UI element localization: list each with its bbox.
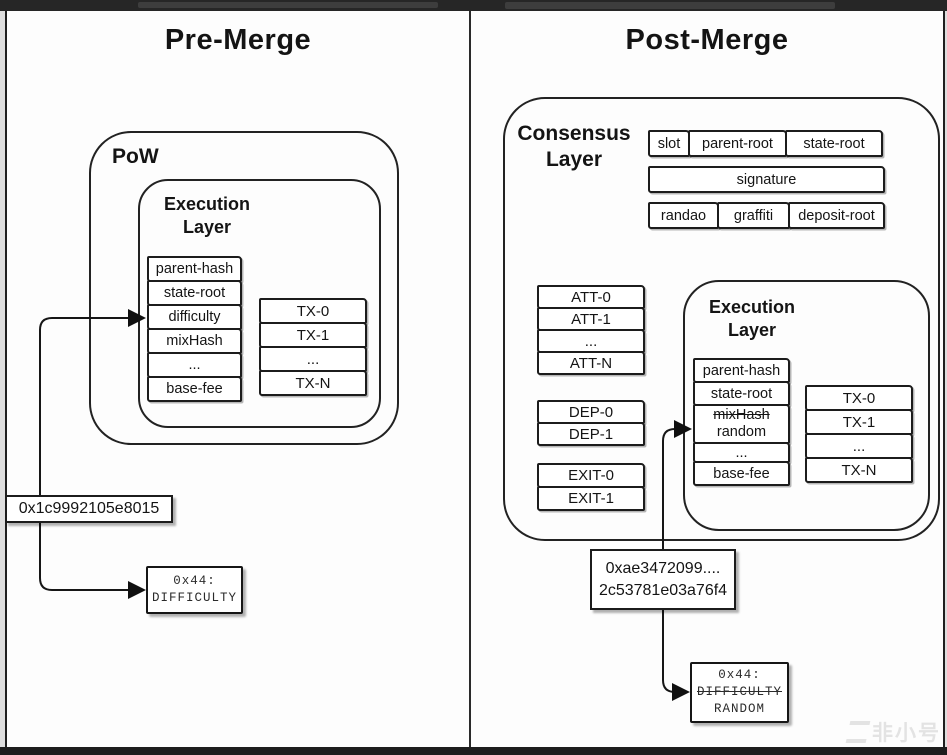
field-base-fee: base-fee bbox=[147, 376, 242, 402]
field-difficulty: difficulty bbox=[147, 304, 242, 330]
att-row: ATT-1 bbox=[537, 307, 645, 331]
field-mixhash: mixHash bbox=[147, 328, 242, 354]
pre-execution-layer-label: Execution Layer bbox=[163, 194, 251, 237]
post-execution-layer-label: Execution Layer bbox=[708, 297, 796, 340]
tx-row: ... bbox=[259, 346, 367, 372]
field-slot: slot bbox=[648, 130, 690, 157]
bottom-crop-bar bbox=[0, 747, 947, 755]
slot-value-random: RANDOM bbox=[713, 702, 765, 716]
field-state-root: state-root bbox=[785, 130, 883, 157]
field-mixhash-random: mixHash random bbox=[693, 404, 790, 444]
field-signature: signature bbox=[648, 166, 885, 193]
tx-row: TX-0 bbox=[805, 385, 913, 411]
post-header-fields: parent-hash state-root mixHash random ..… bbox=[693, 358, 790, 486]
exit-row: EXIT-1 bbox=[537, 486, 645, 511]
watermark: 非小号 bbox=[845, 717, 941, 747]
exit-row: EXIT-0 bbox=[537, 463, 645, 488]
cropped-text-remnant bbox=[138, 2, 438, 8]
consensus-layer-label: Consensus Layer bbox=[517, 122, 631, 171]
tx-row: ... bbox=[805, 433, 913, 459]
slot-value-difficulty: DIFFICULTY bbox=[151, 591, 237, 605]
watermark-text: 非小号 bbox=[872, 722, 941, 745]
pre-tx-list: TX-0 TX-1 ... TX-N bbox=[259, 298, 367, 396]
random-label: random bbox=[716, 424, 767, 440]
field-base-fee: base-fee bbox=[693, 461, 790, 486]
beacon-header-row1: slot parent-root state-root bbox=[648, 130, 883, 157]
watermark-logo-icon bbox=[845, 721, 871, 743]
deposit-list: DEP-0 DEP-1 bbox=[537, 400, 645, 446]
tx-row: TX-1 bbox=[805, 409, 913, 435]
pre-merge-storage-slot: 0x44: DIFFICULTY bbox=[146, 566, 243, 614]
tx-row: TX-N bbox=[805, 457, 913, 483]
field-randao: randao bbox=[648, 202, 719, 229]
field-parent-hash: parent-hash bbox=[147, 256, 242, 282]
tx-row: TX-N bbox=[259, 370, 367, 396]
field-deposit-root: deposit-root bbox=[788, 202, 885, 229]
pre-header-fields: parent-hash state-root difficulty mixHas… bbox=[147, 256, 242, 402]
tx-row: TX-0 bbox=[259, 298, 367, 324]
tx-row: TX-1 bbox=[259, 322, 367, 348]
field-parent-root: parent-root bbox=[688, 130, 787, 157]
att-row: ATT-N bbox=[537, 351, 645, 375]
mixhash-struck-label: mixHash bbox=[713, 407, 770, 423]
pre-execution-layer-container bbox=[138, 179, 381, 428]
att-row: ATT-0 bbox=[537, 285, 645, 309]
field-ellipsis: ... bbox=[147, 352, 242, 378]
field-ellipsis: ... bbox=[693, 442, 790, 463]
post-merge-title: Post-Merge bbox=[625, 24, 789, 56]
post-tx-list: TX-0 TX-1 ... TX-N bbox=[805, 385, 913, 483]
dep-row: DEP-0 bbox=[537, 400, 645, 424]
beacon-header-row2: signature bbox=[648, 166, 885, 193]
slot-value-difficulty-struck: DIFFICULTY bbox=[696, 685, 782, 699]
field-graffiti: graffiti bbox=[717, 202, 790, 229]
exit-list: EXIT-0 EXIT-1 bbox=[537, 463, 645, 511]
slot-address: 0x44: bbox=[718, 668, 761, 682]
pow-label: PoW bbox=[112, 145, 159, 168]
dep-row: DEP-1 bbox=[537, 422, 645, 446]
consensus-layer-container bbox=[503, 97, 940, 541]
field-state-root: state-root bbox=[693, 381, 790, 406]
top-crop-bar bbox=[0, 0, 947, 11]
field-state-root: state-root bbox=[147, 280, 242, 306]
field-parent-hash: parent-hash bbox=[693, 358, 790, 383]
post-merge-hash-value: 0xae3472099.... 2c53781e03a76f4 bbox=[590, 549, 736, 610]
slot-address: 0x44: bbox=[173, 574, 216, 588]
post-merge-storage-slot: 0x44: DIFFICULTY RANDOM bbox=[690, 662, 789, 723]
beacon-header-row3: randao graffiti deposit-root bbox=[648, 202, 885, 229]
panel-divider bbox=[469, 11, 471, 747]
cropped-text-remnant bbox=[505, 2, 835, 9]
pre-merge-title: Pre-Merge bbox=[164, 24, 312, 56]
pre-merge-hash-value: 0x1c9992105e8015 bbox=[5, 495, 173, 523]
att-row: ... bbox=[537, 329, 645, 353]
post-execution-layer-container bbox=[683, 280, 930, 531]
pow-container bbox=[89, 131, 399, 445]
attestation-list: ATT-0 ATT-1 ... ATT-N bbox=[537, 285, 645, 375]
